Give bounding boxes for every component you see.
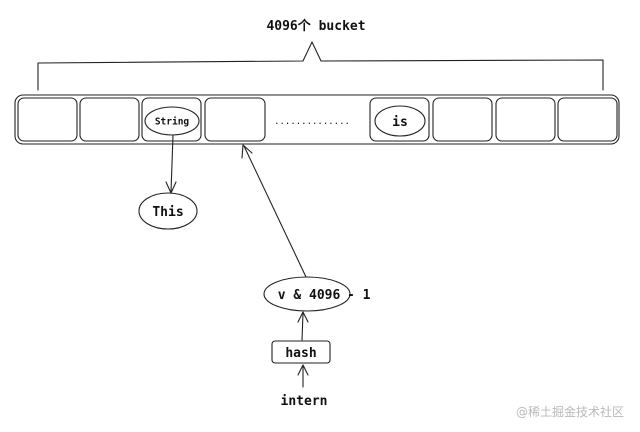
formula-to-bucket-arrowhead bbox=[241, 144, 253, 159]
formula-left-label: v & 4096 bbox=[278, 288, 341, 303]
hash-node-label: hash bbox=[285, 346, 316, 361]
is-node bbox=[374, 105, 426, 137]
bucket-brace bbox=[37, 41, 604, 91]
formula-to-bucket-arrow bbox=[243, 145, 307, 278]
hash-to-formula-arrow bbox=[301, 312, 304, 341]
bucket-cell bbox=[204, 97, 266, 142]
bucket-cell bbox=[432, 97, 493, 142]
string-node-label: String bbox=[155, 117, 190, 128]
intern-label: intern bbox=[281, 394, 328, 409]
formula-right-label: - 1 bbox=[347, 288, 371, 303]
intern-to-hash-arrowhead bbox=[297, 364, 309, 376]
this-node bbox=[138, 192, 198, 230]
bucket-count-label: 4096个 bucket bbox=[266, 18, 365, 34]
string-node bbox=[144, 106, 200, 136]
this-node-label: This bbox=[152, 205, 183, 220]
hash-to-formula-arrowhead bbox=[297, 311, 309, 323]
watermark: @稀土掘金技术社区 bbox=[516, 404, 624, 419]
is-node-label: is bbox=[392, 115, 408, 130]
bucket-cell bbox=[495, 97, 556, 142]
bucket-cell bbox=[557, 97, 618, 142]
string-to-this-arrow bbox=[170, 134, 174, 193]
bucket-ellipsis: .............. bbox=[274, 117, 350, 127]
formula-node bbox=[263, 276, 351, 312]
bucket-cell bbox=[17, 97, 78, 142]
hash-node bbox=[271, 340, 331, 364]
bucket-cell bbox=[79, 97, 140, 142]
